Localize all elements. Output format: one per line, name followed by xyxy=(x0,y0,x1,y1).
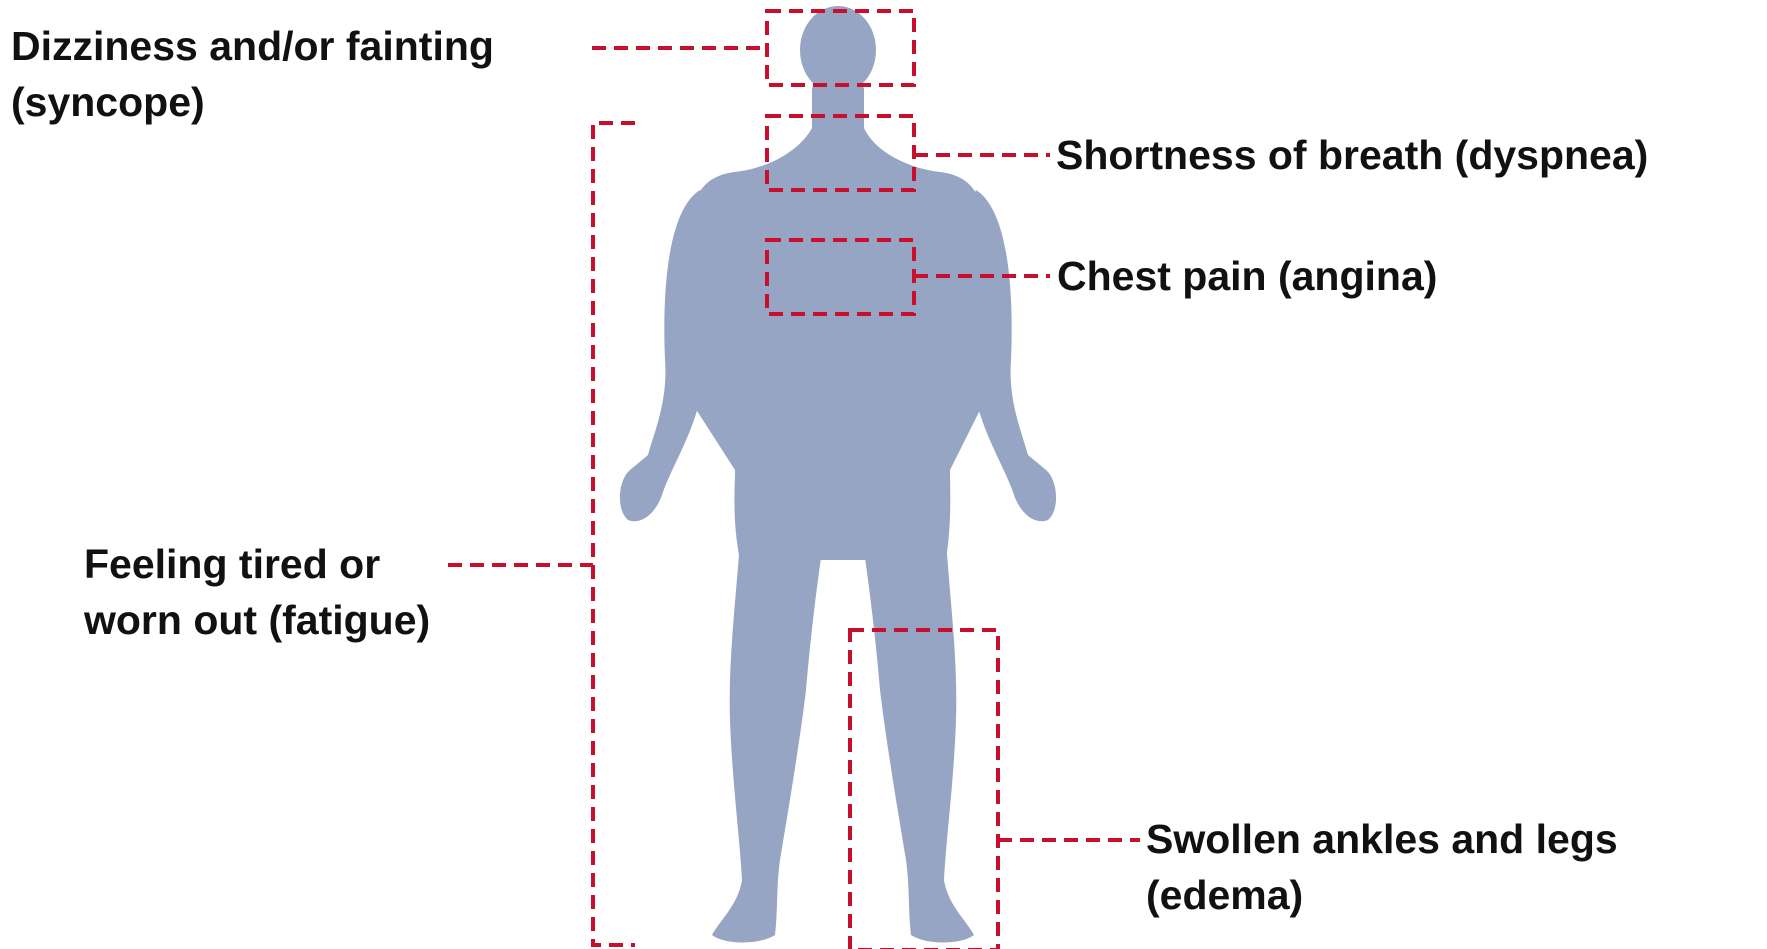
label-edema-line1: Swollen ankles and legs xyxy=(1146,811,1618,867)
label-dyspnea-line1: Shortness of breath (dyspnea) xyxy=(1056,127,1648,183)
label-edema-line2: (edema) xyxy=(1146,867,1618,923)
body-right-leg xyxy=(850,496,974,943)
label-dizziness-syncope: Dizziness and/or fainting (syncope) xyxy=(11,18,494,130)
label-fatigue-line2: worn out (fatigue) xyxy=(84,592,430,648)
label-dizziness-line1: Dizziness and/or fainting xyxy=(11,18,494,74)
whole-body-bracket xyxy=(593,123,635,945)
label-dizziness-line2: (syncope) xyxy=(11,74,494,130)
human-body-silhouette xyxy=(620,6,1056,943)
label-swollen-ankles: Swollen ankles and legs (edema) xyxy=(1146,811,1618,923)
body-left-leg xyxy=(712,496,836,943)
label-chest-pain: Chest pain (angina) xyxy=(1057,248,1437,304)
label-fatigue: Feeling tired or worn out (fatigue) xyxy=(84,536,430,648)
body-head xyxy=(800,6,876,94)
label-shortness-of-breath: Shortness of breath (dyspnea) xyxy=(1056,127,1648,183)
label-angina-line1: Chest pain (angina) xyxy=(1057,248,1437,304)
label-fatigue-line1: Feeling tired or xyxy=(84,536,430,592)
